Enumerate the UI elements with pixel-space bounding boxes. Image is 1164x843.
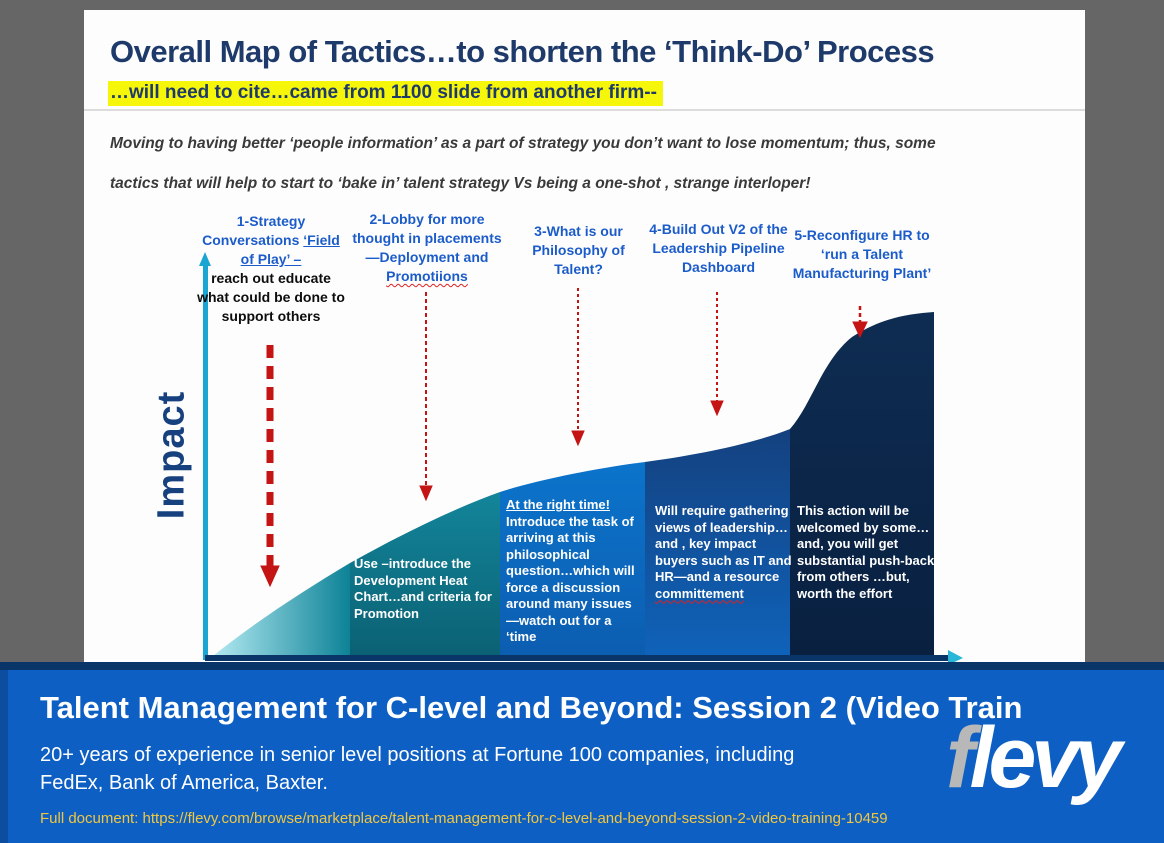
title-divider [84, 109, 1085, 111]
full-document-link[interactable]: Full document: https://flevy.com/browse/… [40, 810, 888, 827]
banner-top-border [0, 662, 1164, 670]
tactic-2-header: 2-Lobby for more thought in placements—D… [352, 210, 502, 286]
flevy-logo-levy: levy [969, 710, 1122, 806]
tactic-4-text: 4-Build Out V2 of the Leadership Pipelin… [649, 221, 788, 275]
curve-annotation-4: This action will be welcomed by some…and… [797, 503, 935, 662]
y-axis-label: Impact [150, 390, 193, 520]
curve-annotation-4-text: This action will be welcomed by some…and… [797, 503, 935, 601]
curve-annotation-3-misspelled-text: committement [655, 585, 744, 601]
tactic-2-misspelled-text: Promotiions [386, 268, 468, 284]
curve-annotation-2-heading: At the right time! [506, 497, 610, 512]
document-title: Talent Management for C-level and Beyond… [40, 690, 1023, 725]
tactic-1-black-text: reach out educate what could be done to … [197, 270, 345, 324]
flevy-logo: flevy [946, 715, 1122, 801]
curve-annotation-1: Use –introduce the Development Heat Char… [354, 556, 496, 662]
tactic-1-underlined-text: ‘Field of Play’ – [240, 232, 340, 267]
tactic-5-header: 5-Reconfigure HR to ‘run a Talent Manufa… [787, 226, 937, 283]
tactic-2-text: 2-Lobby for more thought in placements—D… [352, 211, 502, 265]
slide-title: Overall Map of Tactics…to shorten the ‘T… [110, 34, 935, 69]
tactic-1-blue-text: 1-Strategy Conversations [202, 213, 306, 248]
curve-annotation-2-text: Introduce the task of arriving at this p… [506, 513, 635, 645]
banner-left-strip [0, 670, 8, 843]
curve-annotation-3: Will require gathering views of leadersh… [655, 503, 795, 662]
author-experience-line-1: 20+ years of experience in senior level … [40, 744, 795, 766]
marketing-banner: Talent Management for C-level and Beyond… [0, 670, 1164, 843]
intro-line-1: Moving to having better ‘people informat… [110, 135, 936, 152]
tactic-5-text: 5-Reconfigure HR to ‘run a Talent Manufa… [792, 227, 932, 281]
curve-annotation-1-text: Use –introduce the Development Heat Char… [354, 556, 492, 621]
tactic-1-header: 1-Strategy Conversations ‘Field of Play’… [196, 212, 346, 326]
curve-annotation-3-text: Will require gathering views of leadersh… [655, 503, 792, 584]
curve-annotation-2: At the right time! Introduce the task of… [506, 497, 636, 662]
intro-paragraph: Moving to having better ‘people informat… [110, 124, 1050, 204]
citation-highlight: …will need to cite…came from 1100 slide … [108, 81, 663, 106]
flevy-logo-f: f [946, 710, 975, 806]
tactic-3-header: 3-What is our Philosophy of Talent? [511, 222, 646, 279]
tactic-4-header: 4-Build Out V2 of the Leadership Pipelin… [646, 220, 791, 277]
tactic-3-text: 3-What is our Philosophy of Talent? [532, 223, 625, 277]
author-experience-line-2: FedEx, Bank of America, Baxter. [40, 772, 328, 794]
intro-line-2: tactics that will help to start to ‘bake… [110, 175, 811, 192]
